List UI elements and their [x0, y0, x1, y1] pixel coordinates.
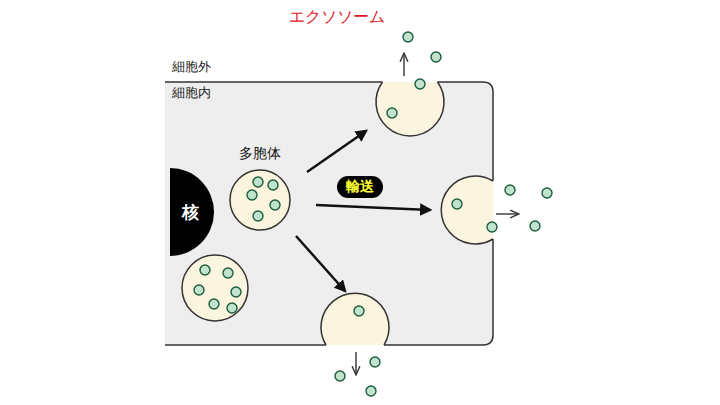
exosome-dot [354, 306, 364, 316]
mvb-outline [225, 165, 295, 235]
exosome-dot [415, 79, 425, 89]
exosome-dot [209, 299, 219, 309]
exosome-dot [335, 371, 345, 381]
exosome-dot [270, 200, 280, 210]
exosome-dot [366, 386, 376, 396]
exosome-dot [505, 185, 515, 195]
exosome-dot [487, 222, 497, 232]
multivesicular-body: 多胞体 [225, 145, 295, 235]
vesicle-body [182, 255, 248, 321]
exosome-dot [223, 268, 233, 278]
exosome-dot [403, 32, 413, 42]
nucleus-shape: 核 [170, 168, 214, 256]
exosome-dot [253, 177, 263, 187]
transport-tag: 輸送 [337, 176, 383, 198]
transport-arrow [296, 131, 430, 291]
exosome-dot [452, 199, 462, 209]
node-text: 輸送 [346, 178, 374, 196]
exosome-dot [542, 188, 552, 198]
exosome-dot [431, 52, 441, 62]
region-label: 細胞内 [172, 84, 211, 102]
region-label: 細胞外 [172, 58, 211, 76]
exosome-dot [227, 303, 237, 313]
exosome-dot [268, 180, 278, 190]
cell-body [165, 82, 493, 345]
exosome-dot [194, 32, 552, 396]
exosome-dot [253, 211, 263, 221]
exosome-dot [387, 108, 397, 118]
release-arrow [356, 54, 518, 374]
exosome-dot [247, 190, 257, 200]
exosome-dot [231, 287, 241, 297]
exosome-dot [200, 265, 210, 275]
exosome-dot [530, 221, 540, 231]
cell-membrane [165, 82, 493, 345]
exosome-label: エクソソーム [289, 7, 385, 28]
fusing-vesicle [321, 82, 493, 345]
exosome-dot [194, 285, 204, 295]
node-text: 核 [182, 201, 199, 224]
node-text: 多胞体 [239, 145, 281, 163]
exosome-dot [370, 357, 380, 367]
